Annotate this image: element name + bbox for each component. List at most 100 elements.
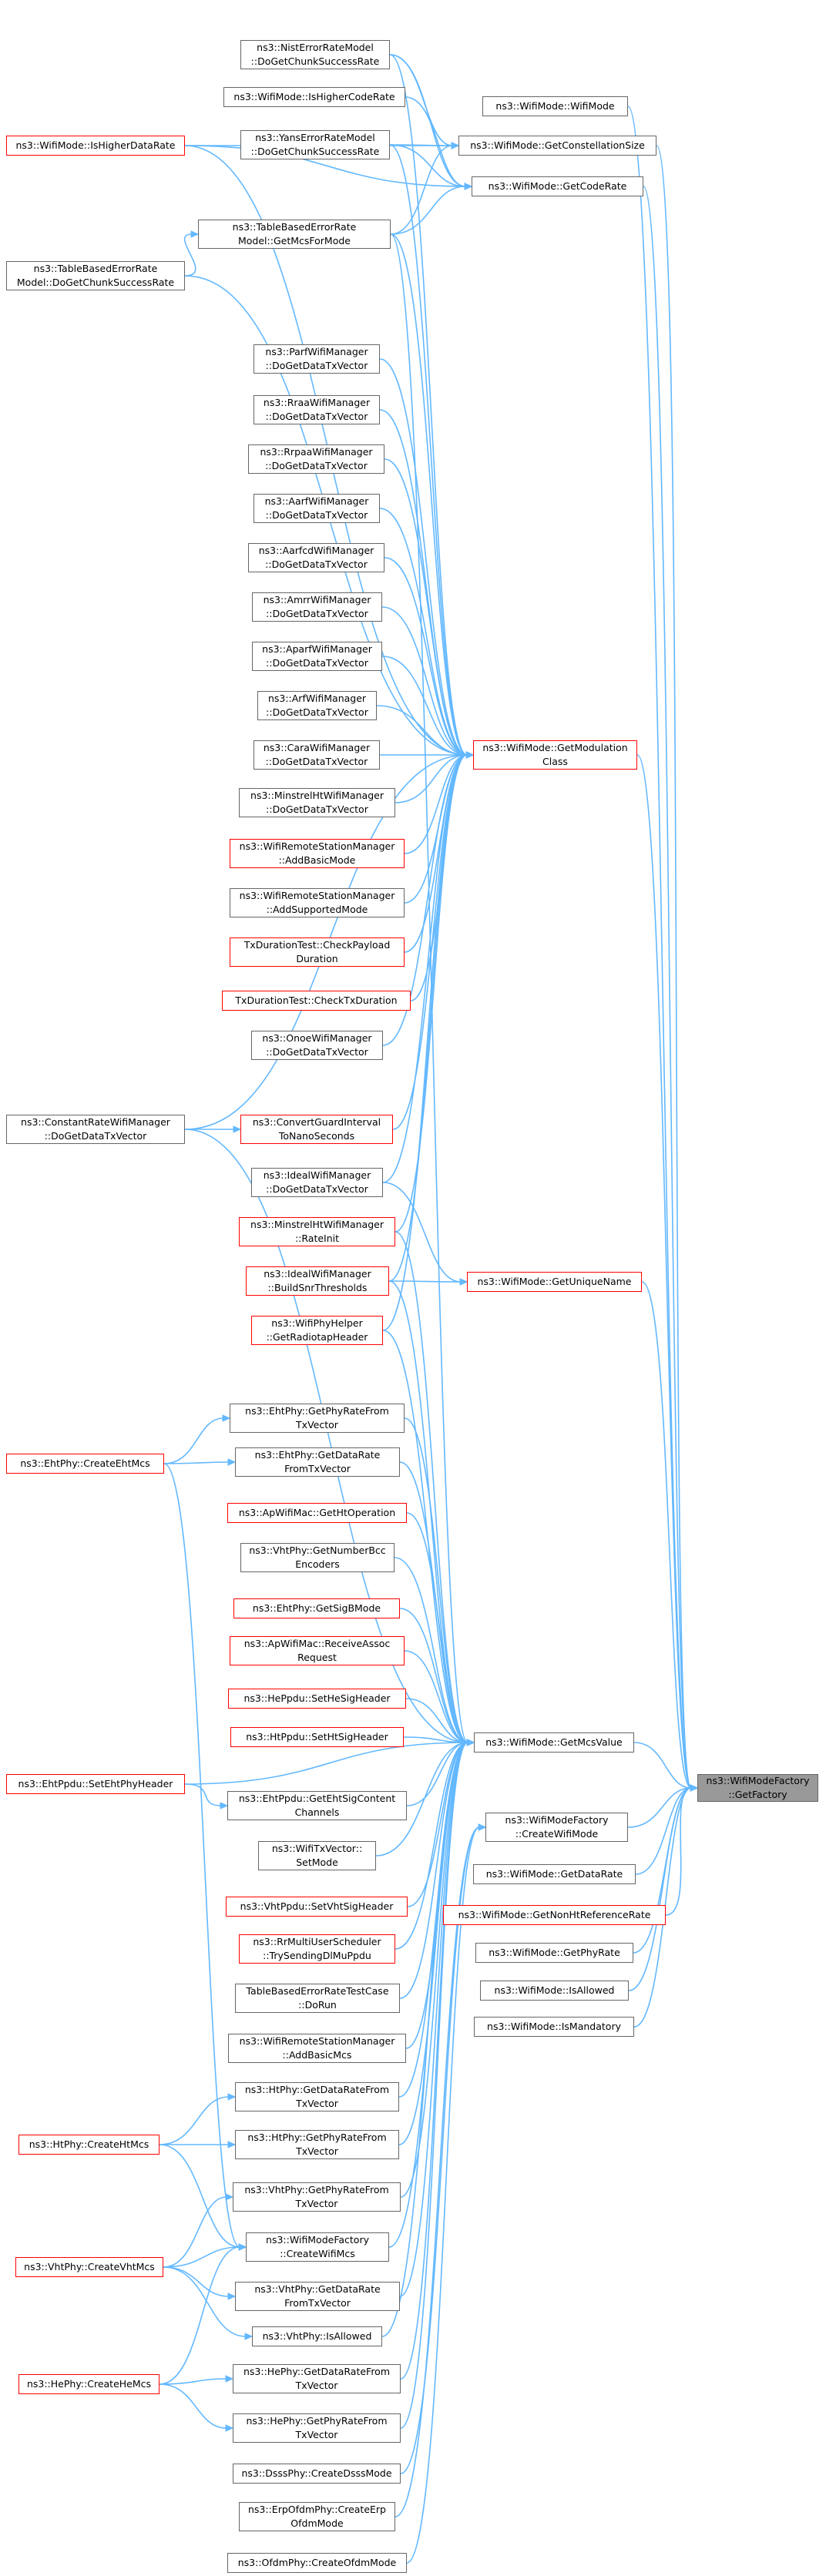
node-label: ns3::WifiMode::IsHigherCodeRate	[233, 91, 395, 102]
graph-node-ofdm[interactable]: ns3::OfdmPhy::CreateOfdmMode	[227, 2553, 407, 2573]
arrowhead-hecreate-to-hephyrate	[225, 2424, 234, 2432]
graph-node-radiotap[interactable]: ns3::WifiPhyHelper ::GetRadiotapHeader	[251, 1316, 383, 1345]
graph-node-tbtest[interactable]: TableBasedErrorRateTestCase ::DoRun	[235, 1984, 400, 2013]
graph-node-idealsnr[interactable]: ns3::IdealWifiManager ::BuildSnrThreshol…	[246, 1266, 389, 1296]
graph-node-arf[interactable]: ns3::ArfWifiManager ::DoGetDataTxVector	[257, 691, 377, 720]
node-label: ns3::WifiRemoteStationManager ::AddBasic…	[239, 2035, 395, 2061]
graph-node-wifimode[interactable]: ns3::WifiMode::WifiMode	[482, 96, 628, 116]
node-label: ns3::YansErrorRateModel ::DoGetChunkSucc…	[250, 132, 380, 157]
graph-node-apgetht[interactable]: ns3::ApWifiMac::GetHtOperation	[227, 1503, 407, 1523]
node-label: ns3::HtPpdu::SetHtSigHeader	[246, 1731, 388, 1742]
graph-node-dsss[interactable]: ns3::DsssPhy::CreateDsssMode	[233, 2464, 401, 2484]
graph-node-htcreate[interactable]: ns3::HtPhy::CreateHtMcs	[18, 2135, 159, 2155]
graph-node-vhtdatarate[interactable]: ns3::VhtPhy::GetDataRate FromTxVector	[235, 2282, 400, 2311]
graph-node-onoe[interactable]: ns3::OnoeWifiManager ::DoGetDataTxVector	[251, 1031, 383, 1060]
node-label: ns3::MinstrelHtWifiManager ::DoGetDataTx…	[250, 790, 384, 815]
arrowhead-ehtppdu-to-ehtsigcontent	[220, 1802, 229, 1810]
graph-node-checktxdur[interactable]: TxDurationTest::CheckTxDuration	[222, 991, 411, 1011]
graph-node-wmfcreatemcs[interactable]: ns3::WifiModeFactory ::CreateWifiMcs	[246, 2232, 389, 2262]
graph-node-aarf[interactable]: ns3::AarfWifiManager ::DoGetDataTxVector	[254, 494, 380, 523]
graph-node-vhtallowed[interactable]: ns3::VhtPhy::IsAllowed	[252, 2326, 382, 2346]
graph-node-hesig[interactable]: ns3::HePpdu::SetHeSigHeader	[228, 1689, 406, 1709]
node-label: ns3::OnoeWifiManager ::DoGetDataTxVector	[262, 1032, 372, 1058]
graph-node-rraa[interactable]: ns3::RraaWifiManager ::DoGetDataTxVector	[254, 395, 380, 424]
graph-node-constrate[interactable]: ns3::ConstantRateWifiManager ::DoGetData…	[6, 1115, 185, 1144]
node-label: ns3::WifiMode::GetPhyRate	[489, 1947, 620, 1958]
graph-node-ehtphyrate[interactable]: ns3::EhtPhy::GetPhyRateFrom TxVector	[230, 1404, 405, 1433]
graph-node-erp[interactable]: ns3::ErpOfdmPhy::CreateErp OfdmMode	[239, 2502, 395, 2531]
graph-node-getunique[interactable]: ns3::WifiMode::GetUniqueName	[467, 1272, 642, 1292]
graph-node-isallowed[interactable]: ns3::WifiMode::IsAllowed	[480, 1981, 629, 2001]
graph-node-minstrelinit[interactable]: ns3::MinstrelHtWifiManager ::RateInit	[239, 1217, 395, 1246]
graph-node-htphyrate[interactable]: ns3::HtPhy::GetPhyRateFrom TxVector	[235, 2130, 399, 2159]
graph-node-convertgi[interactable]: ns3::ConvertGuardInterval ToNanoSeconds	[240, 1115, 393, 1144]
graph-node-getmodclass[interactable]: ns3::WifiMode::GetModulation Class	[473, 740, 637, 770]
arrowhead-ehtcreate-to-ehtdatarate	[227, 1458, 237, 1466]
graph-node-checkpayload[interactable]: TxDurationTest::CheckPayload Duration	[230, 937, 405, 967]
edge-yans-to-getmodclass	[389, 144, 468, 756]
edge-tbgetmcs-to-getcoderate	[390, 186, 466, 235]
edge-htcreate-to-htdatarate	[159, 2096, 230, 2145]
node-label: ns3::VhtPhy::IsAllowed	[262, 2330, 372, 2342]
graph-node-ismandatory[interactable]: ns3::WifiMode::IsMandatory	[474, 2017, 634, 2037]
graph-node-vhtcreate[interactable]: ns3::VhtPhy::CreateVhtMcs	[15, 2257, 163, 2277]
node-label: ns3::WifiMode::GetUniqueName	[477, 1276, 632, 1287]
graph-node-getcoderate[interactable]: ns3::WifiMode::GetCodeRate	[472, 176, 643, 196]
graph-node-rrpaa[interactable]: ns3::RrpaaWifiManager ::DoGetDataTxVecto…	[248, 444, 384, 474]
graph-node-tbchunk[interactable]: ns3::TableBasedErrorRate Model::DoGetChu…	[6, 261, 185, 290]
graph-node-ehtsigb[interactable]: ns3::EhtPhy::GetSigBMode	[233, 1598, 400, 1618]
graph-node-cara[interactable]: ns3::CaraWifiManager ::DoGetDataTxVector	[254, 740, 380, 770]
graph-node-getphyrate[interactable]: ns3::WifiMode::GetPhyRate	[475, 1943, 633, 1963]
graph-node-vhtsig[interactable]: ns3::VhtPpdu::SetVhtSigHeader	[226, 1897, 408, 1917]
graph-node-ishighercode[interactable]: ns3::WifiMode::IsHigherCodeRate	[223, 87, 405, 107]
edge-convertgi-to-getmodclass	[392, 754, 468, 1130]
graph-node-aprecv[interactable]: ns3::ApWifiMac::ReceiveAssoc Request	[230, 1636, 405, 1665]
node-label: ns3::ConvertGuardInterval ToNanoSeconds	[252, 1116, 381, 1142]
graph-node-nist[interactable]: ns3::NistErrorRateModel ::DoGetChunkSucc…	[240, 40, 390, 69]
node-label: ns3::WifiMode::GetModulation Class	[482, 742, 628, 767]
graph-node-addsupported[interactable]: ns3::WifiRemoteStationManager ::AddSuppo…	[230, 888, 405, 917]
graph-node-ehtppdu[interactable]: ns3::EhtPpdu::SetEhtPhyHeader	[6, 1774, 185, 1794]
graph-node-ehtdatarate[interactable]: ns3::EhtPhy::GetDataRate FromTxVector	[235, 1447, 400, 1477]
graph-node-ideal[interactable]: ns3::IdealWifiManager ::DoGetDataTxVecto…	[251, 1168, 383, 1197]
node-label: ns3::HtPhy::CreateHtMcs	[29, 2138, 149, 2150]
node-label: ns3::AarfWifiManager ::DoGetDataTxVector	[264, 495, 369, 521]
graph-node-hedatarate[interactable]: ns3::HePhy::GetDataRateFrom TxVector	[233, 2364, 401, 2393]
graph-node-aparf[interactable]: ns3::AparfWifiManager ::DoGetDataTxVecto…	[252, 642, 382, 671]
graph-node-ehtsigcontent[interactable]: ns3::EhtPpdu::GetEhtSigContent Channels	[227, 1791, 407, 1820]
graph-node-txvecset[interactable]: ns3::WifiTxVector:: SetMode	[258, 1841, 376, 1870]
graph-node-hephyrate[interactable]: ns3::HePhy::GetPhyRateFrom TxVector	[233, 2413, 401, 2443]
graph-node-hecreate[interactable]: ns3::HePhy::CreateHeMcs	[18, 2374, 159, 2394]
graph-node-getdatarate[interactable]: ns3::WifiMode::GetDataRate	[473, 1864, 636, 1884]
graph-node-vhtphyrate[interactable]: ns3::VhtPhy::GetPhyRateFrom TxVector	[233, 2182, 401, 2212]
graph-node-parf[interactable]: ns3::ParfWifiManager ::DoGetDataTxVector	[254, 344, 380, 374]
graph-node-tbgetmcs[interactable]: ns3::TableBasedErrorRate Model::GetMcsFo…	[198, 220, 391, 249]
graph-node-addbasicmcs[interactable]: ns3::WifiRemoteStationManager ::AddBasic…	[228, 2034, 406, 2063]
graph-node-htsig[interactable]: ns3::HtPpdu::SetHtSigHeader	[230, 1727, 404, 1747]
edge-radiotap-to-getmcsval	[382, 1330, 468, 1743]
graph-node-amrr[interactable]: ns3::AmrrWifiManager ::DoGetDataTxVector	[252, 592, 382, 622]
node-label: ns3::HePhy::CreateHeMcs	[26, 2378, 152, 2390]
node-label: ns3::MinstrelHtWifiManager ::RateInit	[250, 1219, 384, 1244]
graph-node-ehtcreate[interactable]: ns3::EhtPhy::CreateEhtMcs	[6, 1454, 164, 1474]
graph-node-aarfcd[interactable]: ns3::AarfcdWifiManager ::DoGetDataTxVect…	[248, 543, 384, 572]
graph-node-htdatarate[interactable]: ns3::HtPhy::GetDataRateFrom TxVector	[235, 2082, 399, 2111]
edge-getdatarate-to-root	[635, 1787, 692, 1875]
arrowhead-hephyrate-to-getmcsval	[466, 1739, 475, 1746]
edge-ofdm-to-wmfcreatewm	[406, 1826, 480, 2564]
graph-node-wmfcreatewm[interactable]: ns3::WifiModeFactory ::CreateWifiMode	[485, 1813, 628, 1842]
graph-node-minstrelht[interactable]: ns3::MinstrelHtWifiManager ::DoGetDataTx…	[239, 788, 395, 817]
graph-node-addbasicmode[interactable]: ns3::WifiRemoteStationManager ::AddBasic…	[230, 839, 405, 868]
graph-node-rrmulti[interactable]: ns3::RrMultiUserScheduler ::TrySendingDl…	[239, 1934, 395, 1964]
graph-node-getconst[interactable]: ns3::WifiMode::GetConstellationSize	[458, 136, 656, 156]
node-label: ns3::VhtPhy::GetPhyRateFrom TxVector	[244, 2184, 389, 2209]
graph-node-ishigherdata[interactable]: ns3::WifiMode::IsHigherDataRate	[6, 136, 185, 156]
arrowhead-tbgetmcs-to-getconst	[451, 142, 460, 149]
node-label: ns3::WifiMode::GetNonHtReferenceRate	[458, 1909, 651, 1920]
graph-node-vhtbcc[interactable]: ns3::VhtPhy::GetNumberBcc Encoders	[240, 1543, 395, 1572]
graph-node-yans[interactable]: ns3::YansErrorRateModel ::DoGetChunkSucc…	[240, 130, 390, 159]
graph-node-getmcsval[interactable]: ns3::WifiMode::GetMcsValue	[474, 1732, 634, 1753]
graph-node-getnonht[interactable]: ns3::WifiMode::GetNonHtReferenceRate	[443, 1905, 666, 1925]
node-label: ns3::VhtPhy::GetDataRate FromTxVector	[254, 2283, 381, 2309]
